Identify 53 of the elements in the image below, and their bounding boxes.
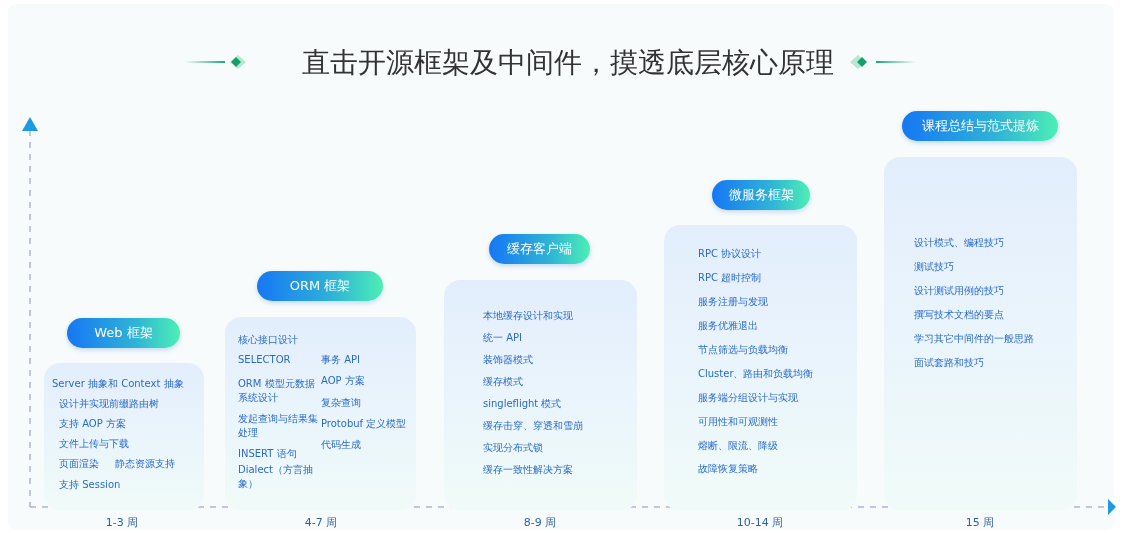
list-item: 支持 AOP 方案 (59, 417, 126, 431)
list-item: 缓存击穿、穿透和雪崩 (483, 419, 583, 433)
list-item: 节点筛选与负载均衡 (698, 343, 788, 357)
list-item: 复杂查询 (321, 396, 361, 410)
list-item: 服务注册与发现 (698, 295, 768, 309)
heading-pill: 缓存客户端 (489, 234, 590, 264)
heading-pill: 课程总结与范式提炼 (902, 111, 1058, 141)
list-item: 支持 Session (59, 478, 121, 492)
title: 直击开源框架及中间件，摸透底层核心原理 (302, 46, 834, 79)
week-label: 15 周 (964, 515, 996, 530)
list-item: 缓存一致性解决方案 (483, 463, 573, 477)
list-item: singleflight 模式 (483, 397, 562, 411)
list-item: 页面渲染 (59, 457, 99, 471)
list-item: Dialect（方言抽象） (238, 463, 314, 491)
list-item: 静态资源支持 (115, 457, 175, 471)
list-item: Cluster、路由和负载均衡 (698, 367, 814, 381)
list-item: INSERT 语句 (238, 447, 297, 461)
week-label: 4-7 周 (303, 515, 339, 530)
list-item: 设计模式、编程技巧 (914, 236, 1004, 250)
heading-pill: Web 框架 (67, 318, 180, 348)
list-item: 装饰器模式 (483, 353, 533, 367)
list-item: 本地缓存设计和实现 (483, 309, 573, 323)
list-item: 统一 API (483, 331, 522, 345)
list-item: 熔断、限流、降级 (698, 439, 778, 453)
list-item: 服务端分组设计与实现 (698, 391, 798, 405)
list-item: 核心接口设计 (238, 333, 298, 347)
list-item: 发起查询与结果集处理 (238, 412, 318, 440)
list-item: AOP 方案 (321, 374, 365, 388)
list-item: 实现分布式锁 (483, 441, 543, 455)
list-item: RPC 协议设计 (698, 247, 762, 261)
list-item: 服务优雅退出 (698, 319, 758, 333)
week-label: 8-9 周 (522, 515, 558, 530)
list-item: RPC 超时控制 (698, 271, 762, 285)
heading-pill: 微服务框架 (712, 180, 810, 210)
list-item: 故障恢复策略 (698, 462, 758, 476)
list-item: 设计并实现前缀路由树 (59, 397, 159, 411)
list-item: 设计测试用例的技巧 (914, 284, 1004, 298)
list-item: ORM 模型元数据系统设计 (238, 377, 316, 405)
heading-pill: ORM 框架 (257, 271, 383, 301)
list-item: 缓存模式 (483, 375, 523, 389)
week-label: 10-14 周 (735, 515, 785, 530)
list-item: 面试套路和技巧 (914, 356, 984, 370)
list-item: 文件上传与下载 (59, 437, 129, 451)
list-item: Protobuf 定义模型 (321, 417, 407, 431)
list-item: Server 抽象和 Context 抽象 (52, 377, 184, 391)
list-item: 事务 API (321, 353, 360, 367)
list-item: 可用性和可观测性 (698, 415, 778, 429)
list-item: 代码生成 (321, 438, 361, 452)
list-item: 测试技巧 (914, 260, 954, 274)
list-item: SELECTOR (238, 353, 291, 367)
week-label: 1-3 周 (104, 515, 140, 530)
list-item: 撰写技术文档的要点 (914, 308, 1004, 322)
list-item: 学习其它中间件的一般思路 (914, 332, 1034, 346)
